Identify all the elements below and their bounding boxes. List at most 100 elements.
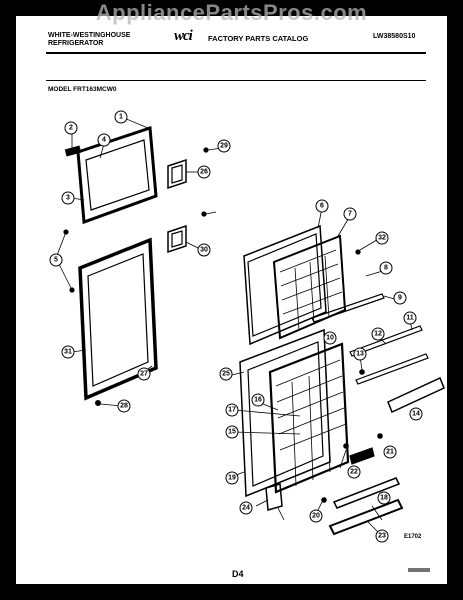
callout-13: 13 xyxy=(353,347,367,361)
svg-text:15: 15 xyxy=(228,429,236,436)
page-number: D4 xyxy=(232,569,244,579)
callout-11: 11 xyxy=(403,311,417,325)
wci-logo: wci xyxy=(174,28,193,44)
svg-text:14: 14 xyxy=(412,411,420,418)
callout-31: 31 xyxy=(61,345,75,359)
callout-14: 14 xyxy=(409,407,423,421)
svg-text:7: 7 xyxy=(348,211,352,218)
callout-7: 7 xyxy=(343,207,357,221)
handle-screw xyxy=(201,211,207,217)
svg-text:26: 26 xyxy=(200,169,208,176)
callout-6: 6 xyxy=(315,199,329,213)
callout-18: 18 xyxy=(377,491,391,505)
callout-22: 22 xyxy=(347,465,361,479)
svg-text:18: 18 xyxy=(380,495,388,502)
fresh-food-door-liner xyxy=(87,253,149,387)
svg-text:29: 29 xyxy=(220,143,228,150)
svg-text:12: 12 xyxy=(374,331,382,338)
lower-rack-bar xyxy=(328,498,404,536)
svg-text:32: 32 xyxy=(378,235,386,242)
figure-reference: E1702 xyxy=(404,534,422,540)
callout-23: 23 xyxy=(375,529,389,543)
svg-text:1: 1 xyxy=(119,114,123,121)
svg-text:20: 20 xyxy=(312,513,320,520)
catalog-code: LW38580S10 xyxy=(373,33,416,40)
lower-handle xyxy=(167,224,187,254)
screw xyxy=(359,369,365,375)
callout-12: 12 xyxy=(371,327,385,341)
door-rack-bar xyxy=(355,353,429,385)
callout-28: 28 xyxy=(117,399,131,413)
margin-mark xyxy=(408,568,430,572)
svg-text:23: 23 xyxy=(378,533,386,540)
catalog-title: FACTORY PARTS CATALOG xyxy=(208,34,309,43)
callout-8: 8 xyxy=(379,261,393,275)
svg-text:11: 11 xyxy=(406,315,414,322)
svg-text:2: 2 xyxy=(69,125,73,132)
svg-text:9: 9 xyxy=(398,295,402,302)
header-rule-bottom xyxy=(46,80,426,81)
callout-5: 5 xyxy=(49,253,63,267)
callout-10: 10 xyxy=(323,331,337,345)
svg-text:24: 24 xyxy=(242,505,250,512)
screw xyxy=(343,443,349,449)
upper-handle-grip xyxy=(171,164,183,184)
fresh-food-door-gasket-right xyxy=(247,341,324,487)
door-rack-bar xyxy=(349,325,423,357)
screw xyxy=(377,433,383,439)
callout-29: 29 xyxy=(217,139,231,153)
fresh-food-door-inner-panel xyxy=(268,342,350,494)
svg-text:28: 28 xyxy=(120,403,128,410)
callout-16: 16 xyxy=(251,393,265,407)
svg-text:30: 30 xyxy=(200,247,208,254)
watermark: AppliancePartsPros.com xyxy=(95,0,368,25)
callout-32: 32 xyxy=(375,231,389,245)
callout-1: 1 xyxy=(114,110,128,124)
svg-text:6: 6 xyxy=(320,203,324,210)
callout-30: 30 xyxy=(197,243,211,257)
fresh-food-door-gasket xyxy=(78,237,158,401)
header-rule-top xyxy=(46,52,426,54)
callout-25: 25 xyxy=(219,367,233,381)
lower-hinge xyxy=(265,483,283,511)
door-bin xyxy=(387,376,445,414)
freezer-door-shelf-grid xyxy=(279,249,343,331)
callout-19: 19 xyxy=(225,471,239,485)
callout-9: 9 xyxy=(393,291,407,305)
handle-screw xyxy=(203,147,209,153)
callout-26: 26 xyxy=(197,165,211,179)
svg-text:13: 13 xyxy=(356,351,364,358)
screw xyxy=(355,249,361,255)
callout-2: 2 xyxy=(64,121,78,135)
svg-text:31: 31 xyxy=(64,349,72,356)
svg-text:19: 19 xyxy=(228,475,236,482)
ribbed-cover xyxy=(349,447,375,465)
product-type: REFRIGERATOR xyxy=(48,40,104,47)
lower-rack-bar xyxy=(332,477,401,509)
brand-name: WHITE-WESTINGHOUSE xyxy=(48,32,131,39)
svg-text:21: 21 xyxy=(386,449,394,456)
svg-text:16: 16 xyxy=(254,397,262,404)
svg-text:25: 25 xyxy=(222,371,230,378)
svg-text:17: 17 xyxy=(228,407,236,414)
svg-text:10: 10 xyxy=(326,335,334,342)
model-label: MODEL FRT163MCW0 xyxy=(48,86,117,93)
screw xyxy=(94,400,101,407)
svg-text:27: 27 xyxy=(140,371,148,378)
callout-20: 20 xyxy=(309,509,323,523)
hinge-pin-part xyxy=(64,145,82,157)
screw xyxy=(321,497,327,503)
svg-text:5: 5 xyxy=(54,257,58,264)
svg-text:4: 4 xyxy=(102,137,106,144)
callout-24: 24 xyxy=(239,501,253,515)
freezer-door-inner-panel xyxy=(272,234,347,340)
callout-21: 21 xyxy=(383,445,397,459)
callout-27: 27 xyxy=(137,367,151,381)
callout-4: 4 xyxy=(97,133,111,147)
freezer-door-outer xyxy=(243,224,327,346)
svg-text:22: 22 xyxy=(350,469,358,476)
freezer-door-gasket xyxy=(76,125,158,225)
lower-handle-grip xyxy=(171,230,183,248)
callout-15: 15 xyxy=(225,425,239,439)
